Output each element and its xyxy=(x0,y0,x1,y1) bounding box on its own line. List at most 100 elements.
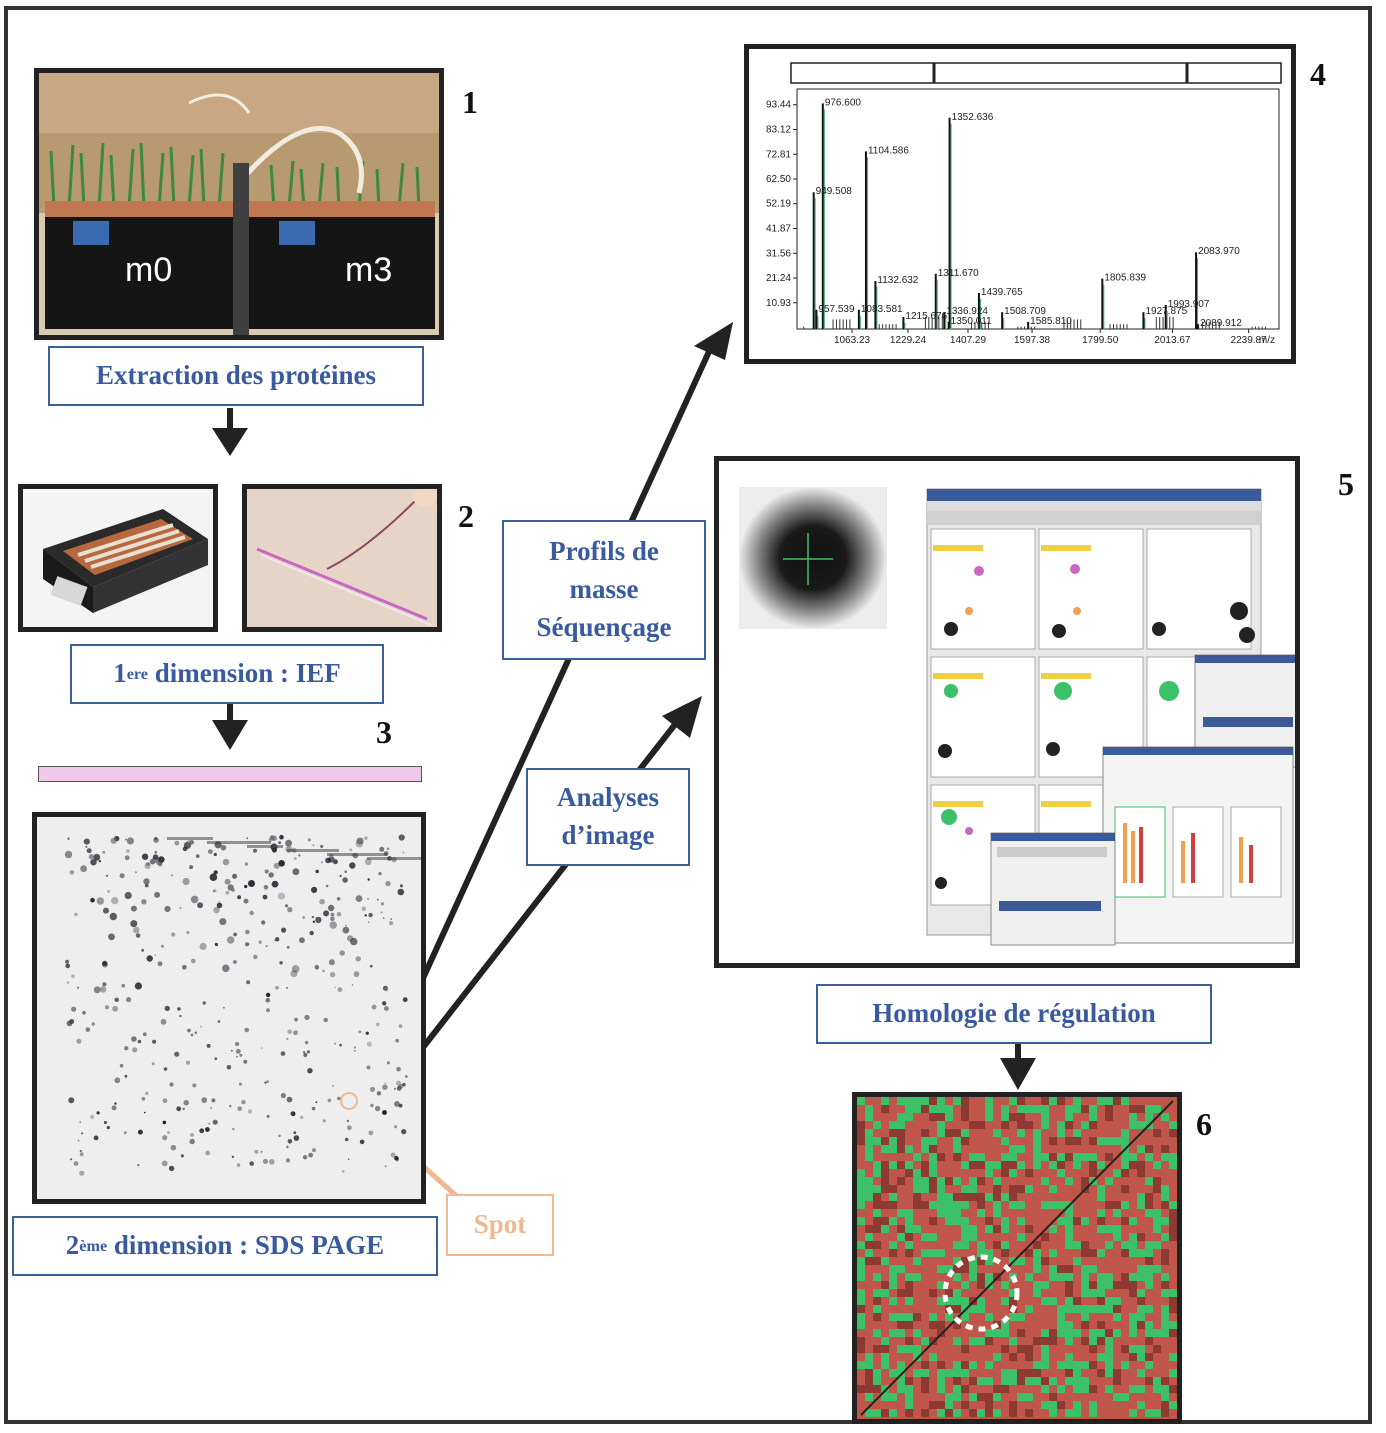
gel-spot xyxy=(347,1125,352,1131)
heatmap-cell xyxy=(1025,1393,1033,1401)
heatmap-cell xyxy=(1137,1345,1145,1353)
gel-spot xyxy=(167,1131,170,1134)
heatmap-cell xyxy=(905,1345,913,1353)
heatmap-cell xyxy=(1097,1289,1105,1297)
gel-spot xyxy=(103,1121,107,1124)
heatmap-cell xyxy=(993,1353,1001,1361)
heatmap-cell xyxy=(1073,1305,1081,1313)
heatmap-cell xyxy=(961,1297,969,1305)
heatmap-cell xyxy=(1121,1169,1129,1177)
gel-spot xyxy=(226,1065,232,1070)
gel-spot xyxy=(314,965,320,970)
heatmap-cell xyxy=(1041,1153,1049,1161)
heatmap-cell xyxy=(1089,1409,1097,1417)
heatmap-cell xyxy=(1041,1113,1049,1121)
heatmap-cell xyxy=(961,1193,969,1201)
gel-spot xyxy=(300,1115,304,1119)
gel-spot xyxy=(137,1129,143,1135)
heatmap-cell xyxy=(1137,1273,1145,1281)
heatmap-cell xyxy=(1009,1353,1017,1361)
heatmap-cell xyxy=(1081,1121,1089,1129)
gel-spot xyxy=(367,878,370,881)
gel-spot xyxy=(74,912,78,917)
heatmap-cell xyxy=(1137,1121,1145,1129)
gel-spot xyxy=(93,853,101,861)
gel-spot xyxy=(191,958,196,964)
gel-spot xyxy=(162,1135,168,1141)
heatmap-cell xyxy=(881,1217,889,1225)
heatmap-cell xyxy=(905,1241,913,1249)
heatmap-cell xyxy=(953,1369,961,1377)
gel-spot xyxy=(365,1031,369,1035)
heatmap-cell xyxy=(1137,1313,1145,1321)
gel-spot xyxy=(285,1158,291,1163)
heatmap-cell xyxy=(1169,1217,1177,1225)
heatmap-cell xyxy=(985,1377,993,1385)
gel-spot xyxy=(311,915,315,919)
heatmap-cell xyxy=(857,1265,865,1273)
gel-spot xyxy=(401,1129,407,1135)
gel-spot xyxy=(308,1152,313,1158)
heatmap-cell xyxy=(945,1393,953,1401)
heatmap-cell xyxy=(1001,1161,1009,1169)
heatmap-cell xyxy=(1081,1321,1089,1329)
heatmap-cell xyxy=(985,1329,993,1337)
heatmap-cell xyxy=(905,1401,913,1409)
heatmap-cell xyxy=(921,1169,929,1177)
heatmap-cell xyxy=(953,1385,961,1393)
gel-spot xyxy=(90,1114,95,1120)
heatmap-cell xyxy=(1049,1249,1057,1257)
heatmap-cell xyxy=(1081,1241,1089,1249)
gel-spot xyxy=(344,870,348,873)
gel-spot xyxy=(286,1037,289,1040)
gel-spot xyxy=(364,836,368,840)
heatmap-cell xyxy=(1105,1241,1113,1249)
heatmap-cell xyxy=(897,1145,905,1153)
heatmap-cell xyxy=(1065,1321,1073,1329)
outer-frame xyxy=(4,6,1372,1424)
heatmap-cell xyxy=(1041,1121,1049,1129)
heatmap-cell xyxy=(905,1281,913,1289)
heatmap-cell xyxy=(857,1241,865,1249)
heatmap-cell xyxy=(897,1161,905,1169)
heatmap-cell xyxy=(985,1105,993,1113)
peak-label: 2083.970 xyxy=(1198,246,1240,257)
gel-spot xyxy=(143,1032,147,1036)
heatmap-cell xyxy=(953,1217,961,1225)
gel-spot xyxy=(231,1049,233,1052)
peak-label: 1104.586 xyxy=(868,145,909,156)
heatmap-cell xyxy=(937,1281,945,1289)
heatmap-cell xyxy=(1081,1337,1089,1345)
gel-spot xyxy=(356,837,364,845)
heatmap-cell xyxy=(1161,1305,1169,1313)
heatmap-diagonal xyxy=(860,1100,1174,1416)
heatmap-cell xyxy=(1017,1129,1025,1137)
heatmap-cell xyxy=(905,1233,913,1241)
heatmap-cell xyxy=(945,1289,953,1297)
heatmap-cell xyxy=(897,1321,905,1329)
heatmap-cell xyxy=(1137,1353,1145,1361)
heatmap-cell xyxy=(1089,1113,1097,1121)
heatmap-cell xyxy=(1153,1345,1161,1353)
heatmap-cell xyxy=(1105,1305,1113,1313)
tray-label-m3: m3 xyxy=(345,251,393,289)
heatmap-cell xyxy=(1153,1161,1161,1169)
heatmap-cell xyxy=(1129,1345,1137,1353)
heatmap-cell xyxy=(977,1153,985,1161)
heatmap-cell xyxy=(1065,1281,1073,1289)
gel-spot xyxy=(376,1022,380,1027)
gel-spot xyxy=(99,986,107,993)
heatmap-cell xyxy=(1105,1105,1113,1113)
heatmap-cell xyxy=(969,1121,977,1129)
heatmap-cell xyxy=(961,1217,969,1225)
heatmap-cell xyxy=(1137,1161,1145,1169)
heatmap-cell xyxy=(1001,1329,1009,1337)
gel-spot xyxy=(145,1091,149,1095)
heatmap-cell xyxy=(897,1385,905,1393)
heatmap-cell xyxy=(1073,1137,1081,1145)
heatmap-cell xyxy=(961,1161,969,1169)
heatmap-cell xyxy=(1153,1177,1161,1185)
heatmap-cell xyxy=(953,1201,961,1209)
gel-spot xyxy=(302,1051,306,1054)
heatmap-cell xyxy=(1025,1249,1033,1257)
